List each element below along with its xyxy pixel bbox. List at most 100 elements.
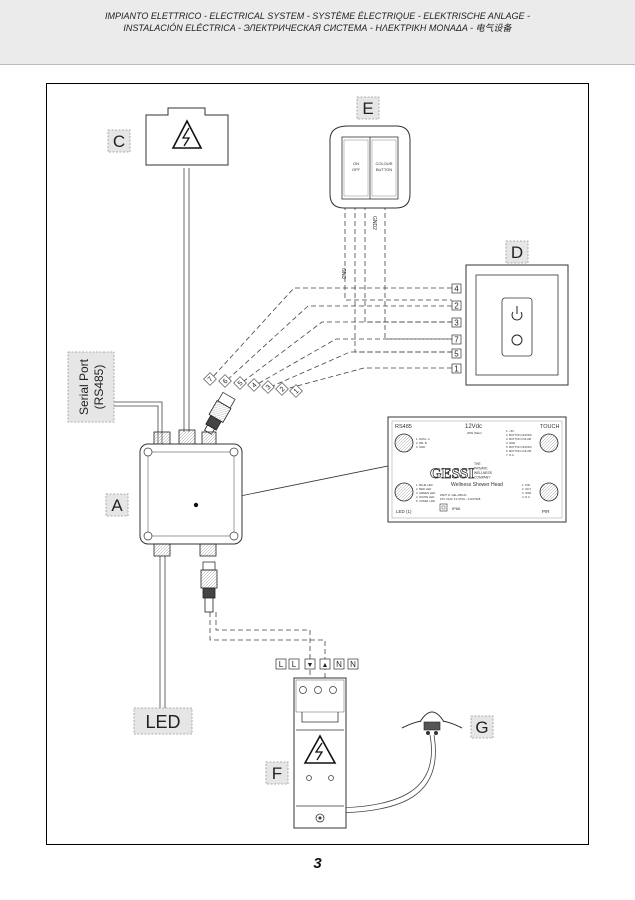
serial-cable [114, 401, 163, 444]
button-label: BUTTON [376, 167, 392, 172]
plate-led-label: LED (1) [396, 509, 412, 514]
pir-pin-4: 4. N.C. [522, 495, 531, 499]
touch-socket-icon [539, 433, 559, 453]
power-unit-f [293, 677, 347, 829]
label-d: D [511, 243, 523, 262]
rs485-pin-2: 2. DB- B [416, 441, 427, 445]
pir-pin-2: 2. OUT [522, 487, 531, 491]
colour-label: COLOUR [375, 161, 392, 166]
page-header: IMPIANTO ELETTRICO - ELECTRICAL SYSTEM -… [0, 0, 635, 65]
terminal-n-1: N [336, 660, 342, 669]
rs485-pin-1: 1. DATA- A [416, 437, 430, 441]
terminal-d-1: 4 [454, 285, 459, 294]
touch-pin-3: 3. BUTTON COLOR [506, 437, 531, 441]
junction-box-a [139, 429, 243, 557]
rs485-pin-3: 3. GND [416, 445, 425, 449]
gland-serial [153, 431, 171, 445]
terminal-d-5: 5 [454, 350, 459, 359]
power-connector-plug [200, 561, 218, 613]
header-title-line-1: IMPIANTO ELETTRICO - ELECTRICAL SYSTEM -… [105, 11, 530, 21]
touch-pin-1: 1. +5V [506, 429, 514, 433]
connector-pins: 7 6 5 4 3 2 1 [203, 372, 303, 398]
power-terminals-f: L L ▼ ▲ N N [275, 658, 359, 670]
label-plate: RS485 12Vdc 20W (Max) TOUCH 1. DATA- A 2… [387, 416, 567, 523]
brand-logo: GESSI [430, 466, 474, 482]
gland-touch [201, 431, 217, 445]
power-cable-c [183, 168, 190, 432]
pin-7: 7 [207, 376, 215, 384]
terminal-down: ▼ [307, 662, 314, 669]
label-rs485: (RS485) [92, 365, 106, 410]
pin-6: 6 [222, 378, 230, 386]
code-line-1: PART N. GEL-###-01 [440, 493, 467, 497]
plate-rs485: RS485 [395, 424, 412, 430]
terminal-up: ▲ [322, 662, 329, 669]
terminals-d: 4 2 3 7 5 1 [451, 283, 462, 374]
label-c: C [113, 132, 125, 151]
touch-pin-5: 5. BUTTON ON/OFF [506, 445, 532, 449]
gnd2-wire-label: GND2 [371, 216, 377, 230]
switch-panel-e: ON OFF COLOUR BUTTON GND GND2 [329, 125, 411, 280]
led-pin-1: 1. BLUE LED [416, 483, 433, 487]
plate-voltage: 12Vdc [465, 424, 482, 430]
pin-4: 4 [251, 382, 259, 390]
gland-power [178, 429, 196, 445]
pin-3: 3 [265, 384, 273, 392]
terminal-d-2: 2 [454, 302, 459, 311]
terminal-d-4: 7 [454, 336, 459, 345]
gland-led [153, 543, 171, 557]
header-title-line-2: INSTALACIÓN ELÉCTRICA - ЭЛЕКТРИЧЕСКАЯ СИ… [123, 23, 512, 33]
gnd-wire-label: GND [340, 268, 346, 280]
led-cable [159, 556, 166, 708]
header-title: IMPIANTO ELETTRICO - ELECTRICAL SYSTEM -… [20, 10, 615, 34]
pin-5: 5 [237, 380, 245, 388]
product-name: Wellness Shower Head [451, 482, 503, 488]
on-label: ON [353, 161, 359, 166]
terminal-l-2: L [292, 660, 297, 669]
brand-line-4: COMPANY [474, 476, 491, 480]
diagram-frame [46, 83, 589, 845]
touch-pin-7: 7. N.C. [506, 453, 515, 457]
power-supply-c [145, 107, 229, 166]
pir-sensor-g [401, 711, 463, 735]
terminal-d-6: 1 [454, 365, 459, 374]
touch-pin-2: 2. BUTTON ON/OFF [506, 433, 532, 437]
pir-socket-icon [539, 482, 559, 502]
rs485-socket-icon [394, 433, 414, 453]
gland-power-out [199, 543, 217, 557]
touch-connector-plug [203, 391, 236, 435]
pir-pin-3: 3. GND [522, 491, 531, 495]
lightning-icon [314, 742, 324, 761]
terminal-d-3: 3 [454, 319, 459, 328]
led-socket-icon [394, 482, 414, 502]
plate-voltage-sub: 20W (Max) [467, 431, 482, 435]
plate-touch: TOUCH [540, 424, 559, 430]
brand-line-2: PRIVATE [474, 467, 488, 471]
label-a: A [111, 496, 123, 515]
label-e: E [362, 99, 373, 118]
label-led: LED [145, 712, 180, 732]
touch-pin-6: 6. BUTTON COLOR [506, 449, 531, 453]
touch-pin-4: 4. GND [506, 441, 515, 445]
code-line-2: P/N: 0123: F1-0T0G - F1017908 [440, 497, 481, 501]
terminal-l-1: L [279, 660, 284, 669]
terminal-n-2: N [350, 660, 356, 669]
plate-pir-label: PIR [542, 509, 550, 514]
label-f: F [272, 764, 282, 783]
dashed-wires [209, 205, 452, 680]
off-label: OFF [352, 167, 361, 172]
power-icon [511, 311, 523, 321]
pir-pin-1: 1. PIR [522, 483, 530, 487]
pin-1: 1 [293, 388, 301, 396]
page-number: 3 [313, 855, 322, 872]
pin-2: 2 [279, 386, 287, 394]
component-labels: C E D A LED F G Serial Port (RS485) [67, 96, 529, 785]
led-pin-4: 4. WHITE LED [416, 495, 434, 499]
circle-button-icon [511, 334, 523, 346]
ip-rating: IP66 [452, 506, 461, 511]
lightning-icon [181, 127, 191, 147]
brand-line-3: WELLNESS [474, 471, 493, 475]
touch-panel-d [465, 264, 569, 386]
label-serial-port: Serial Port [77, 358, 91, 415]
